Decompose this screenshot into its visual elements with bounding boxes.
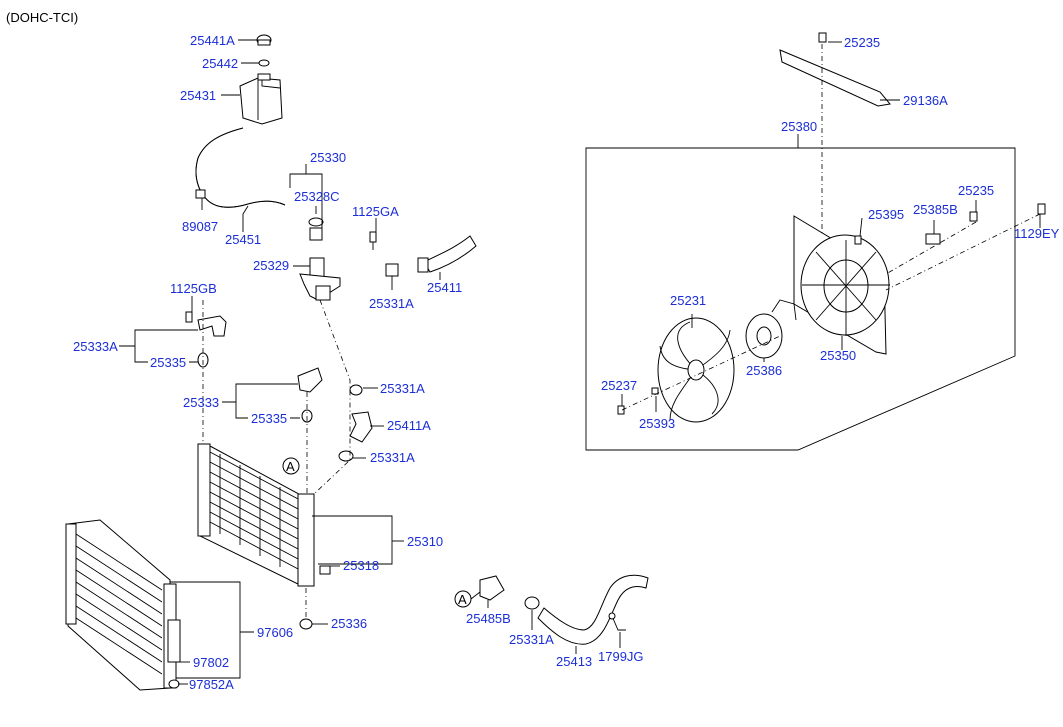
callout-25331A-upper: 25331A <box>369 296 414 311</box>
callout-1125GB: 1125GB <box>170 281 217 296</box>
callout-97606: 97606 <box>257 625 293 640</box>
callout-25335-lower: 25335 <box>251 411 287 426</box>
callout-25331A-low: 25331A <box>370 450 415 465</box>
clamp-25331A-upper <box>385 263 399 277</box>
callout-25395: 25395 <box>868 207 904 222</box>
connector-25485B <box>479 575 505 601</box>
engine-variant-label: (DOHC-TCI) <box>6 10 78 25</box>
callout-25413: 25413 <box>556 654 592 669</box>
callout-89087: 89087 <box>182 219 218 234</box>
callout-25235-top: 25235 <box>844 35 880 50</box>
screw-25237 <box>617 405 625 415</box>
callout-25331A-bottom: 25331A <box>509 632 554 647</box>
fan-25231 <box>657 317 735 423</box>
callout-25442: 25442 <box>202 56 238 71</box>
callout-25380: 25380 <box>781 119 817 134</box>
callout-25328C: 25328C <box>294 189 340 204</box>
callout-25231: 25231 <box>670 293 706 308</box>
callout-1799JG: 1799JG <box>598 649 644 664</box>
callout-25333: 25333 <box>183 395 219 410</box>
clip-1799JG <box>608 612 626 631</box>
hose-clip-89087 <box>195 189 206 199</box>
callout-25386: 25386 <box>746 363 782 378</box>
bracket-25333A <box>197 315 227 337</box>
callout-25318: 25318 <box>343 558 379 573</box>
bracket-25333 <box>297 367 323 393</box>
clip-25393 <box>651 387 659 395</box>
hose-25411 <box>417 235 477 273</box>
reservoir-tank <box>239 73 283 125</box>
callout-25235-right: 25235 <box>958 183 994 198</box>
hose-25411A <box>349 411 373 443</box>
receiver-drier-97802 <box>167 619 181 663</box>
callout-25335-upper: 25335 <box>150 355 186 370</box>
bolt-1125GB <box>185 311 193 323</box>
callout-97852A: 97852A <box>189 677 234 692</box>
callout-25237: 25237 <box>601 378 637 393</box>
clamp-25331A-low <box>338 450 354 462</box>
leader-lines <box>119 39 1041 685</box>
clamp-25331A-mid <box>349 384 363 396</box>
connection-marker-a-radiator: A <box>282 457 300 475</box>
callout-25385B: 25385B <box>913 202 958 217</box>
condenser-97606 <box>65 519 177 691</box>
reservoir-seal <box>258 59 270 67</box>
connection-marker-a-radiator-letter: A <box>286 459 295 474</box>
assembly-centerlines <box>202 44 1041 620</box>
callout-25310: 25310 <box>407 534 443 549</box>
callout-1129EY: 1129EY <box>1014 226 1060 241</box>
mount-25336 <box>299 618 313 630</box>
screw-25235-right <box>969 211 978 222</box>
shroud-25350 <box>793 215 890 355</box>
screw-25395 <box>854 235 862 245</box>
seal-strip-29136A <box>779 49 891 107</box>
callout-25441A: 25441A <box>190 33 235 48</box>
filler-neck <box>299 257 341 301</box>
callout-25329: 25329 <box>253 258 289 273</box>
filler-neck-cap <box>308 217 324 241</box>
callout-1125GA: 1125GA <box>352 204 399 219</box>
callout-25336: 25336 <box>331 616 367 631</box>
callout-25330: 25330 <box>310 150 346 165</box>
callout-25485B: 25485B <box>466 611 511 626</box>
reservoir-hose <box>195 127 286 208</box>
callout-25333A: 25333A <box>73 339 118 354</box>
resistor-25385B <box>925 233 941 245</box>
callout-25451: 25451 <box>225 232 261 247</box>
callout-97802: 97802 <box>193 655 229 670</box>
motor-25386 <box>745 299 797 359</box>
callout-25350: 25350 <box>820 348 856 363</box>
callout-25411: 25411 <box>427 280 462 295</box>
bolt-1129EY <box>1037 203 1046 215</box>
connection-marker-a-hose: A <box>454 590 481 608</box>
clamp-25331A-bottom <box>524 596 540 610</box>
hose-25413 <box>537 574 649 645</box>
callout-25431: 25431 <box>180 88 216 103</box>
drain-plug-25318 <box>319 565 331 575</box>
callout-labels: 25441A 25442 25431 25330 25328C 1125GA 8… <box>73 33 1060 692</box>
callout-25393: 25393 <box>639 416 675 431</box>
assembly-frame-25380 <box>585 147 1016 451</box>
reservoir-cap <box>256 34 272 46</box>
cap-97852A <box>168 679 180 689</box>
callout-29136A: 29136A <box>903 93 948 108</box>
bolt-1125GA <box>369 231 377 250</box>
callout-25331A-mid: 25331A <box>380 381 425 396</box>
callout-25411A: 25411A <box>387 418 431 433</box>
radiator-25310 <box>197 443 315 587</box>
connection-marker-a-hose-letter: A <box>458 592 467 607</box>
screw-25235-top <box>818 32 827 43</box>
